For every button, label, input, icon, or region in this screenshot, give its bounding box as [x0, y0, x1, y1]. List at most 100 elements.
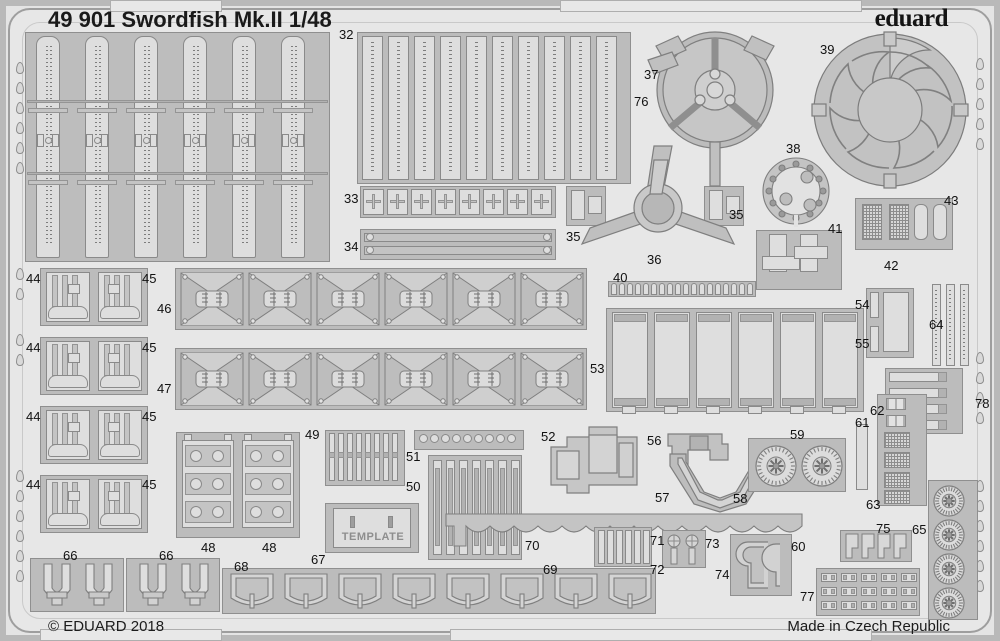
part-77-bar	[863, 603, 867, 608]
part-number-64: 64	[929, 317, 944, 332]
part-71-vane	[616, 530, 623, 564]
part-77-bar	[891, 589, 895, 594]
sidewall-bracket	[68, 422, 80, 432]
part-number-62: 62	[870, 403, 885, 418]
part-63-mesh-c	[884, 472, 910, 488]
part-38-ring-gear	[760, 155, 832, 227]
part-53-panel	[822, 312, 858, 408]
part-43-pad-b	[933, 204, 947, 240]
part-number-60: 60	[791, 539, 806, 554]
edge-teardrop	[16, 102, 24, 114]
edge-teardrop	[16, 62, 24, 74]
part-76-rivets	[579, 42, 582, 174]
part-35-tab-left	[588, 196, 602, 214]
template-label: TEMPLATE	[341, 531, 405, 543]
part-68-u-clip	[228, 572, 276, 612]
sidewall-bolster	[48, 513, 88, 526]
part-64-rivets	[935, 290, 937, 360]
part-32-rivet-line	[95, 46, 97, 246]
part-33-bar	[396, 194, 399, 209]
part-number-48: 48	[262, 540, 277, 555]
part-77-bar	[883, 589, 887, 594]
part-63-mesh-b	[884, 452, 910, 468]
part-number-55: 55	[855, 336, 870, 351]
part-number-44: 44	[26, 271, 41, 286]
part-71-vane	[625, 530, 632, 564]
part-32-rivet-line	[295, 46, 297, 246]
part-number-49: 49	[305, 427, 320, 442]
sidewall-rib	[124, 275, 130, 307]
part-77-bar	[851, 603, 855, 608]
part-47-lattice-rib	[520, 352, 584, 406]
part-78-end	[938, 420, 947, 430]
sidewall-bolster	[100, 375, 140, 388]
edge-teardrop	[16, 550, 24, 562]
part-49-notch	[365, 452, 371, 458]
part-48-round	[190, 478, 202, 490]
part-46-lattice-rib	[520, 272, 584, 326]
part-32-spar	[28, 108, 68, 113]
part-number-77: 77	[800, 589, 815, 604]
part-number-44: 44	[26, 340, 41, 355]
part-77-buckle	[881, 573, 897, 582]
part-32-spar	[28, 180, 68, 185]
fret-inner-frame-hairline	[22, 22, 978, 619]
sidewall-bolster	[48, 306, 88, 319]
sidewall-rib	[52, 344, 58, 376]
edge-teardrop	[16, 334, 24, 346]
part-41-panel-d	[794, 246, 828, 259]
part-40-vane	[627, 283, 633, 295]
part-32-spar	[126, 108, 166, 113]
part-70-core	[500, 468, 505, 546]
part-48-round	[250, 506, 262, 518]
part-number-73: 73	[705, 536, 720, 551]
part-77-buckle	[821, 587, 837, 596]
part-number-47: 47	[157, 381, 172, 396]
part-32-rivet-line	[99, 46, 101, 246]
part-number-40: 40	[613, 270, 628, 285]
part-46-lattice-rib	[248, 272, 312, 326]
part-32-tail	[85, 36, 109, 258]
edge-teardrop	[976, 78, 984, 90]
part-66-strap	[40, 562, 74, 608]
edge-teardrop	[16, 354, 24, 366]
part-77-bar	[903, 603, 907, 608]
part-32-window	[86, 134, 93, 147]
part-number-45: 45	[142, 477, 157, 492]
part-33-bar	[468, 194, 471, 209]
part-71-vane	[634, 530, 641, 564]
part-36-propeller	[576, 140, 741, 260]
edge-teardrop	[16, 162, 24, 174]
part-53-carrier	[606, 308, 864, 412]
part-49-notch	[392, 452, 398, 458]
part-43-pad-a	[914, 204, 928, 240]
part-33-bar	[420, 194, 423, 209]
sidewall-bolster	[48, 375, 88, 388]
eduard-logo: eduard	[874, 5, 949, 32]
part-62-coil-b	[886, 415, 906, 427]
part-40-vane	[619, 283, 625, 295]
part-32-carrier-band	[27, 100, 328, 103]
part-32-hole	[192, 137, 199, 144]
sidewall-bracket	[108, 491, 120, 501]
edge-teardrop	[976, 138, 984, 150]
part-34-eye-a2	[543, 233, 551, 241]
part-32-rivet-line	[50, 46, 52, 246]
part-69-u-clip	[444, 572, 492, 612]
part-32-window	[282, 134, 289, 147]
part-number-43: 43	[944, 193, 959, 208]
frame-notch-top-right	[560, 0, 862, 12]
part-51-hole	[452, 434, 461, 443]
part-78-bar	[889, 372, 945, 382]
part-53-cap	[698, 398, 730, 406]
part-53-cap	[614, 398, 646, 406]
part-32-window	[233, 134, 240, 147]
part-32-window	[199, 134, 206, 147]
part-32-hole	[94, 137, 101, 144]
part-60-loop	[734, 538, 788, 592]
part-number-51: 51	[406, 449, 421, 464]
part-32-tail	[36, 36, 60, 258]
part-77-bar	[871, 603, 875, 608]
part-40-vane	[651, 283, 657, 295]
part-32-window	[184, 134, 191, 147]
